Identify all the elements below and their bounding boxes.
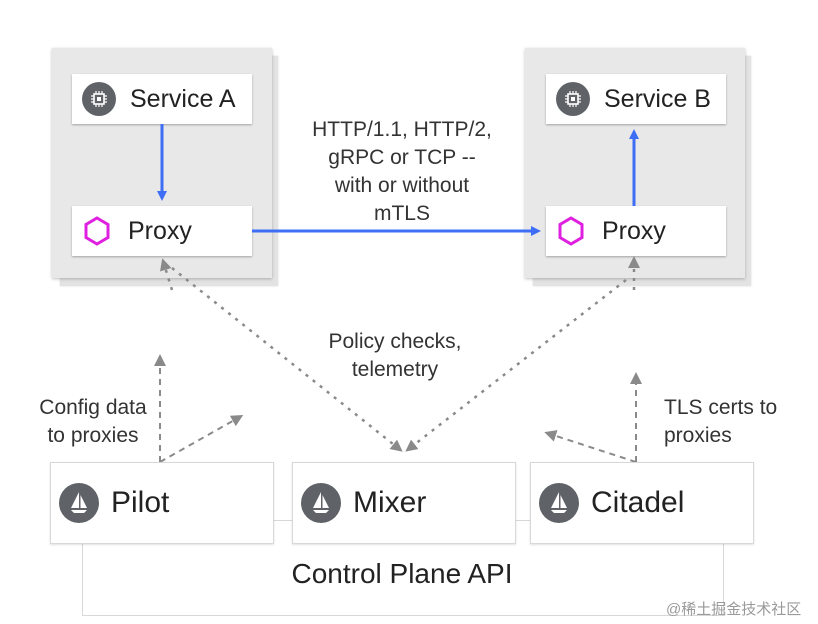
config-note-line: to proxies [47, 424, 139, 447]
hexagon-icon [82, 215, 112, 247]
policy-note: Policy checks, telemetry [300, 328, 490, 384]
traffic-note-line: gRPC or TCP -- [328, 146, 476, 169]
sailboat-icon [301, 483, 341, 523]
citadel-label: Citadel [591, 486, 685, 519]
traffic-note-line: mTLS [373, 202, 430, 225]
service-a-label: Service A [130, 84, 236, 113]
mixer-card[interactable]: Mixer [292, 462, 516, 544]
chip-icon [556, 82, 590, 116]
policy-note-line: telemetry [351, 358, 439, 381]
proxy-a-label: Proxy [128, 216, 192, 245]
tls-note-line: proxies [664, 424, 732, 447]
chip-icon [82, 82, 116, 116]
sailboat-icon [539, 483, 579, 523]
pilot-card[interactable]: Pilot [50, 462, 274, 544]
traffic-note-line: with or without [334, 174, 470, 197]
config-note-line: Config data [39, 396, 147, 419]
mixer-label: Mixer [353, 486, 427, 519]
tls-note-line: TLS certs to [664, 396, 778, 419]
control-plane-api-label: Control Plane API [291, 558, 513, 589]
service-b-label: Service B [604, 84, 711, 113]
sailboat-icon [59, 483, 99, 523]
policy-note-line: Policy checks, [328, 330, 462, 353]
proxy-b-label: Proxy [602, 216, 666, 245]
tls-note: TLS certs to proxies [664, 394, 814, 450]
service-a-card[interactable]: Service A [72, 74, 252, 124]
service-b-card[interactable]: Service B [546, 74, 726, 124]
pilot-label: Pilot [111, 486, 170, 519]
proxy-b-card[interactable]: Proxy [546, 206, 726, 256]
citadel-card[interactable]: Citadel [530, 462, 754, 544]
watermark: @稀土掘金技术社区 [666, 601, 802, 618]
proxy-a-card[interactable]: Proxy [72, 206, 252, 256]
traffic-note-line: HTTP/1.1, HTTP/2, [312, 118, 492, 141]
traffic-note: HTTP/1.1, HTTP/2, gRPC or TCP -- with or… [292, 116, 512, 228]
config-note: Config data to proxies [18, 394, 168, 450]
hexagon-icon [556, 215, 586, 247]
